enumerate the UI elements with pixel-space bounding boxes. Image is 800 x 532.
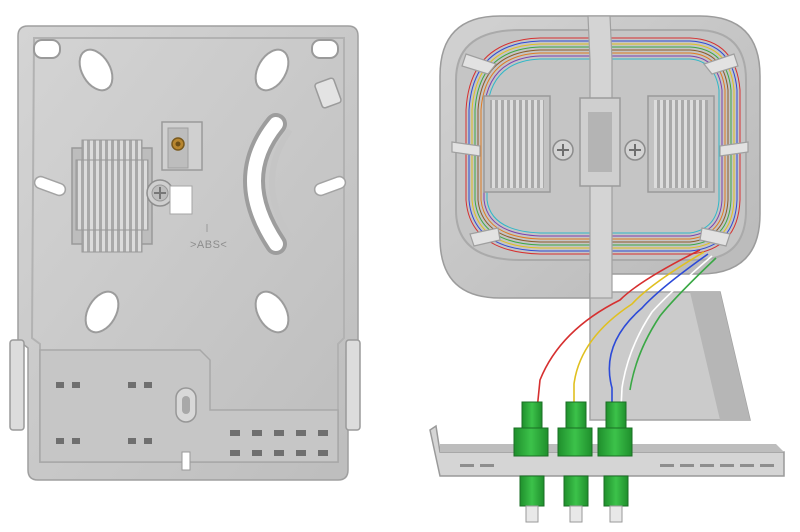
slot-clips: [78, 48, 290, 334]
oval-boss-slot: [182, 396, 190, 414]
tray-screw-left: [552, 139, 574, 161]
base-tray: >ABS<: [9, 25, 361, 481]
adapter-plate-vents: [460, 464, 774, 467]
brass-insert-post: [161, 121, 203, 171]
screw-head: [146, 179, 174, 207]
tray-screw-right: [624, 139, 646, 161]
center-clip-slot: [588, 112, 612, 172]
vent-slots: [56, 382, 328, 456]
fiber-loops: [465, 37, 741, 255]
side-slot-right: [313, 175, 347, 197]
green-adapter-3: [597, 401, 633, 523]
splice-holder-right: [647, 95, 715, 193]
hinge-rail-left: [9, 339, 25, 431]
side-slot-left: [33, 175, 67, 197]
rim-tabs: [451, 53, 749, 247]
bottom-notch: [181, 451, 191, 471]
support-bracket-shade: [690, 292, 750, 420]
mount-hole-top-left: [33, 39, 61, 59]
splice-holder-left: [483, 95, 551, 193]
fin-block: [71, 139, 153, 253]
splice-tray-assembly: [429, 15, 785, 523]
green-adapter-2: [557, 401, 593, 523]
fiber-guide-arc: [243, 113, 293, 255]
mount-hole-top-right: [311, 39, 339, 59]
abs-material-mark: >ABS<: [190, 239, 227, 251]
pigtail-fibers: [534, 249, 717, 431]
hinge-rail-right: [345, 339, 361, 431]
retaining-tab: [314, 77, 342, 109]
screw-slot: [169, 185, 193, 215]
green-adapter-1: [513, 401, 549, 523]
